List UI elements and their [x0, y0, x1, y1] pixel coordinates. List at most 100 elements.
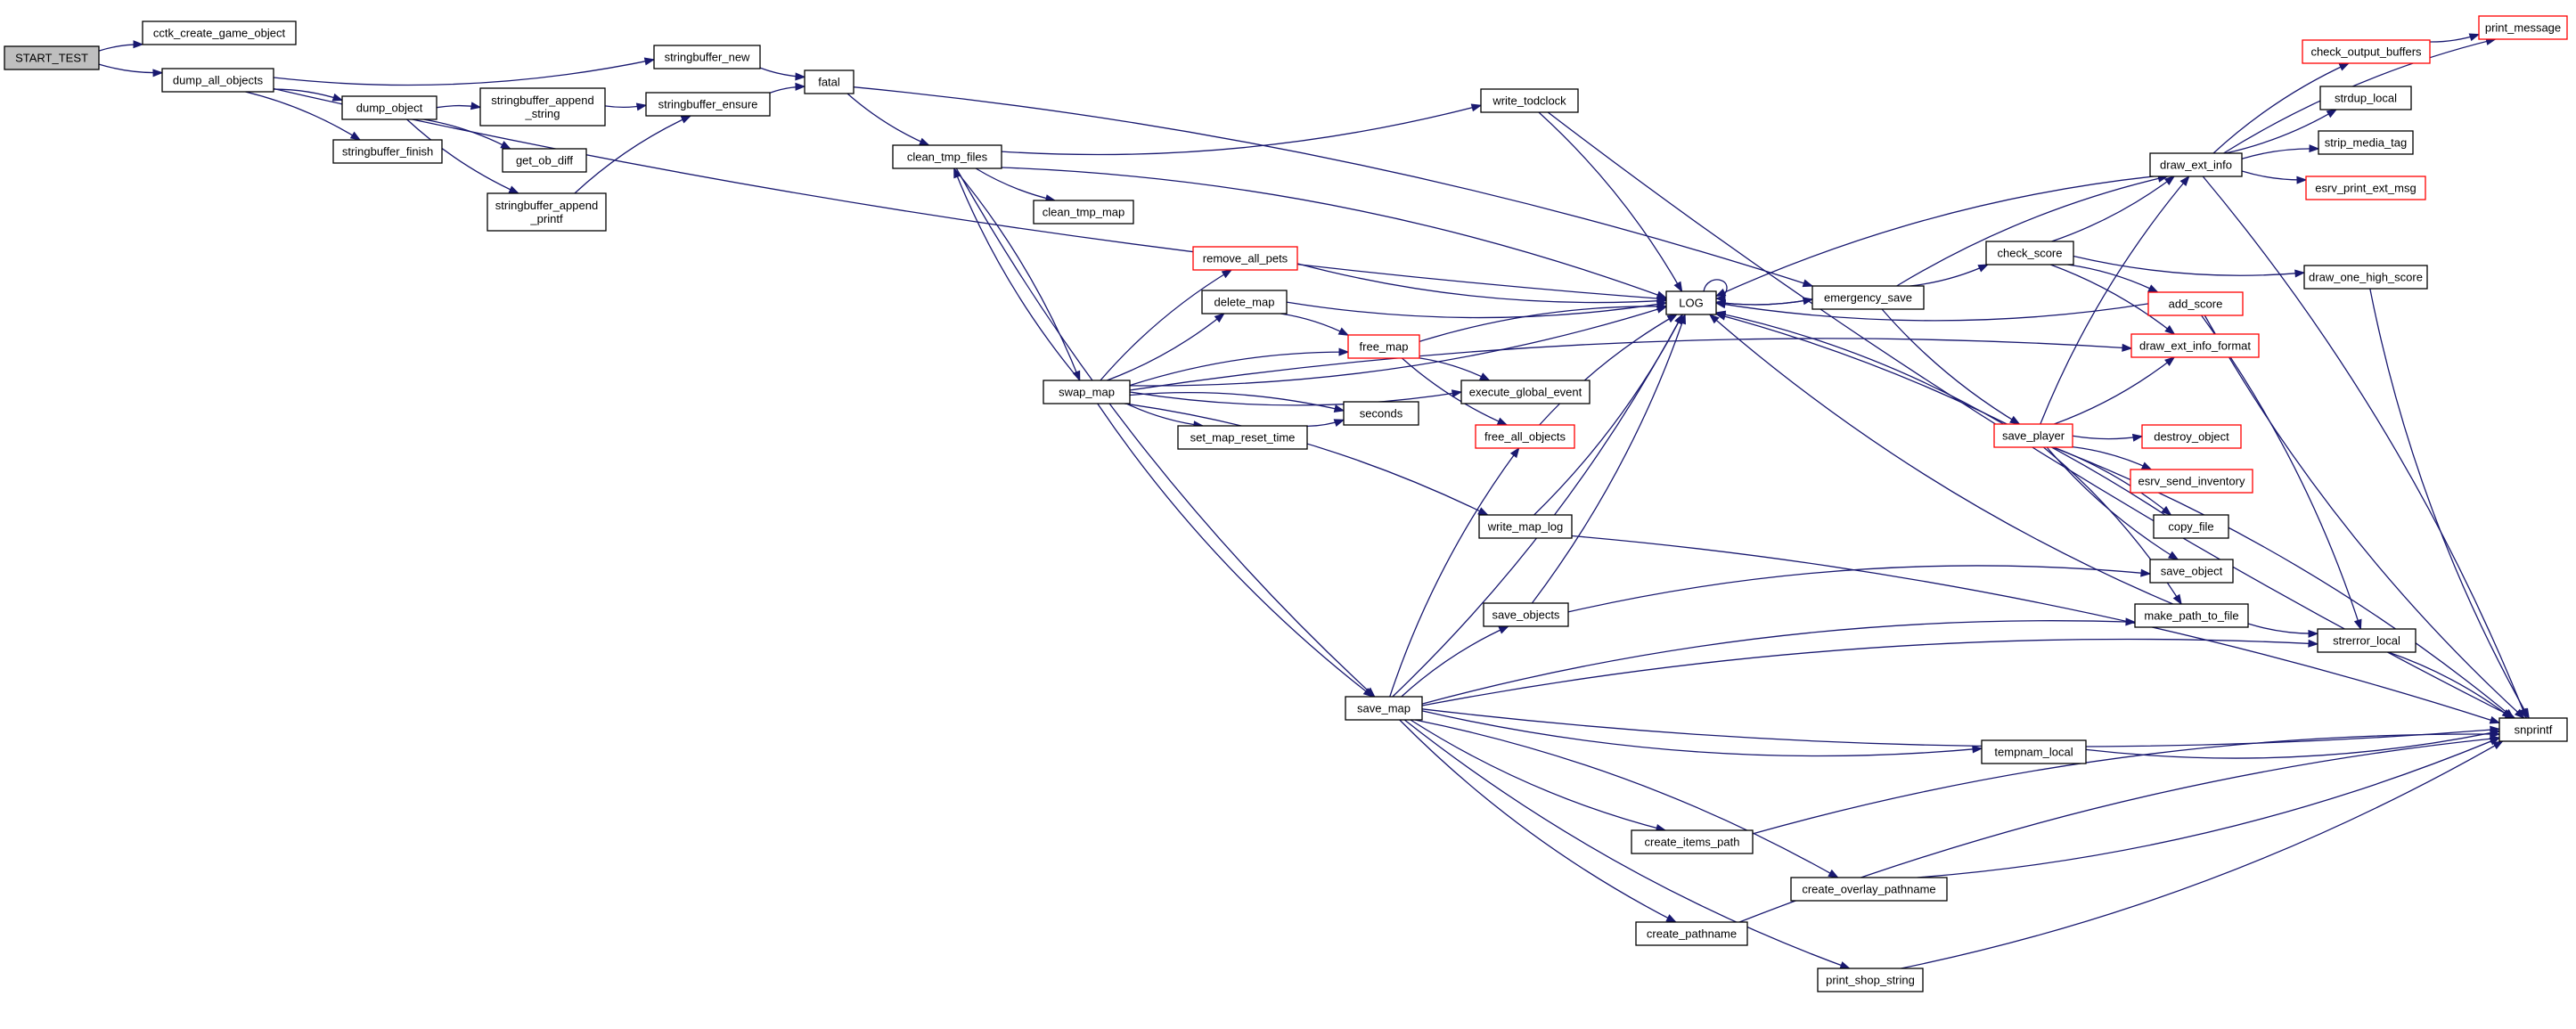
node-box: [487, 192, 607, 232]
node-strdup_local[interactable]: strdup_local: [2319, 86, 2412, 110]
edge-clean_tmp_files-to-clean_tmp_map: [975, 167, 1057, 203]
node-label: LOG: [1679, 297, 1703, 310]
edge-line: [953, 167, 1081, 381]
node-cctk_create_game_object[interactable]: cctk_create_game_object: [142, 20, 297, 45]
node-execute_global_event[interactable]: execute_global_event: [1460, 380, 1591, 404]
arrowhead-icon: [1509, 446, 1520, 459]
node-box: [4, 45, 100, 70]
edge-check_score-to-draw_ext_info_format: [2049, 264, 2176, 335]
node-label: set_map_reset_time: [1190, 431, 1296, 445]
node-seconds[interactable]: seconds: [1343, 401, 1419, 426]
node-box: [892, 144, 1002, 169]
edge-line: [1715, 298, 1813, 306]
edge-line: [2202, 176, 2527, 719]
edge-delete_map-to-free_map: [1280, 313, 1350, 336]
arrowhead-icon: [2164, 324, 2176, 335]
node-emergency_save[interactable]: emergency_save: [1811, 285, 1925, 310]
node-log[interactable]: LOG: [1665, 290, 1717, 315]
node-create_overlay_pathname[interactable]: create_overlay_pathname: [1790, 877, 1948, 902]
edge-line: [975, 167, 1056, 201]
node-stringbuffer_append_string[interactable]: stringbuffer_append_string: [479, 87, 606, 127]
edge-line: [1539, 314, 1678, 426]
arrowhead-icon: [1498, 625, 1510, 634]
node-draw_ext_info_format[interactable]: draw_ext_info_format: [2130, 333, 2260, 358]
node-check_output_buffers[interactable]: check_output_buffers: [2302, 39, 2431, 64]
node-print_message[interactable]: print_message: [2478, 15, 2568, 40]
node-stringbuffer_finish[interactable]: stringbuffer_finish: [332, 139, 443, 164]
arrowhead-icon: [1666, 314, 1679, 323]
node-clean_tmp_files[interactable]: clean_tmp_files: [892, 144, 1002, 169]
edge-line: [1715, 176, 2155, 297]
node-stringbuffer_append_printf[interactable]: stringbuffer_append_printf: [487, 192, 607, 232]
node-free_map[interactable]: free_map: [1347, 334, 1420, 359]
node-label: _printf: [529, 212, 563, 225]
node-swap_map[interactable]: swap_map: [1043, 380, 1131, 404]
edge-add_score-to-log: [1714, 300, 2149, 322]
edge-save_player-to-destroy_object: [2072, 433, 2144, 442]
node-copy_file[interactable]: copy_file: [2153, 514, 2229, 539]
node-label: write_map_log: [1487, 520, 1564, 534]
edge-line: [2073, 255, 2305, 276]
node-label: create_overlay_pathname: [1802, 883, 1935, 896]
node-stringbuffer_new[interactable]: stringbuffer_new: [653, 45, 761, 69]
edge-start_test-to-dump_all_objects: [98, 63, 164, 78]
node-box: [1475, 424, 1575, 449]
node-label: _string: [524, 107, 560, 120]
node-set_map_reset_time[interactable]: set_map_reset_time: [1177, 425, 1308, 450]
edge-line: [273, 87, 1667, 300]
node-remove_all_pets[interactable]: remove_all_pets: [1192, 246, 1298, 271]
node-dump_object[interactable]: dump_object: [341, 95, 438, 120]
arrowhead-icon: [1714, 300, 1727, 309]
edge-line: [1533, 314, 1683, 516]
node-create_items_path[interactable]: create_items_path: [1631, 829, 1754, 854]
node-make_path_to_file[interactable]: make_path_to_file: [2134, 603, 2249, 628]
arrowhead-icon: [2353, 618, 2362, 631]
node-dump_all_objects[interactable]: dump_all_objects: [161, 68, 274, 93]
node-save_objects[interactable]: save_objects: [1483, 602, 1569, 627]
node-create_pathname[interactable]: create_pathname: [1635, 921, 1748, 946]
node-fatal[interactable]: fatal: [804, 69, 855, 94]
edge-line: [1107, 313, 1225, 381]
edge-line: [1421, 708, 2500, 747]
node-print_shop_string[interactable]: print_shop_string: [1817, 968, 1924, 992]
node-draw_ext_info[interactable]: draw_ext_info: [2149, 152, 2243, 177]
node-strip_media_tag[interactable]: strip_media_tag: [2318, 130, 2414, 155]
node-add_score[interactable]: add_score: [2147, 291, 2244, 316]
node-delete_map[interactable]: delete_map: [1201, 290, 1288, 314]
edge-line: [1129, 338, 2132, 391]
node-check_score[interactable]: check_score: [1985, 241, 2074, 265]
edge-line: [1752, 733, 2500, 835]
node-destroy_object[interactable]: destroy_object: [2141, 424, 2242, 449]
node-strerror_local[interactable]: strerror_local: [2317, 628, 2417, 653]
edge-line: [1419, 357, 1490, 381]
node-stringbuffer_ensure[interactable]: stringbuffer_ensure: [645, 92, 771, 117]
edge-line: [1100, 269, 1232, 381]
node-esrv_send_inventory[interactable]: esrv_send_inventory: [2130, 469, 2253, 494]
node-save_map[interactable]: save_map: [1345, 696, 1423, 721]
node-free_all_objects[interactable]: free_all_objects: [1475, 424, 1575, 449]
arrowhead-icon: [2294, 269, 2306, 278]
node-label: create_pathname: [1647, 927, 1737, 941]
node-tempnam_local[interactable]: tempnam_local: [1981, 739, 2087, 764]
node-save_player[interactable]: save_player: [1993, 423, 2073, 448]
node-label: print_shop_string: [1826, 974, 1915, 987]
arrowhead-icon: [2009, 415, 2021, 425]
edge-line: [2241, 170, 2307, 181]
edge-line: [1280, 313, 1349, 336]
node-box: [1985, 241, 2074, 265]
node-box: [2317, 628, 2417, 653]
edge-set_map_reset_time-to-seconds: [1306, 419, 1345, 428]
node-start_test[interactable]: START_TEST: [4, 45, 100, 70]
node-label: get_ob_diff: [516, 154, 573, 167]
edge-line: [273, 59, 655, 86]
node-get_ob_diff[interactable]: get_ob_diff: [502, 148, 587, 173]
node-label: START_TEST: [15, 52, 88, 65]
node-write_map_log[interactable]: write_map_log: [1478, 514, 1573, 539]
node-esrv_print_ext_msg[interactable]: esrv_print_ext_msg: [2305, 176, 2426, 200]
node-save_object[interactable]: save_object: [2149, 559, 2234, 584]
node-draw_one_high_score[interactable]: draw_one_high_score: [2303, 265, 2428, 290]
node-write_todclock[interactable]: write_todclock: [1480, 88, 1579, 113]
node-snprintf[interactable]: snprintf: [2498, 717, 2568, 742]
node-clean_tmp_map[interactable]: clean_tmp_map: [1033, 200, 1134, 225]
node-box: [2147, 291, 2244, 316]
